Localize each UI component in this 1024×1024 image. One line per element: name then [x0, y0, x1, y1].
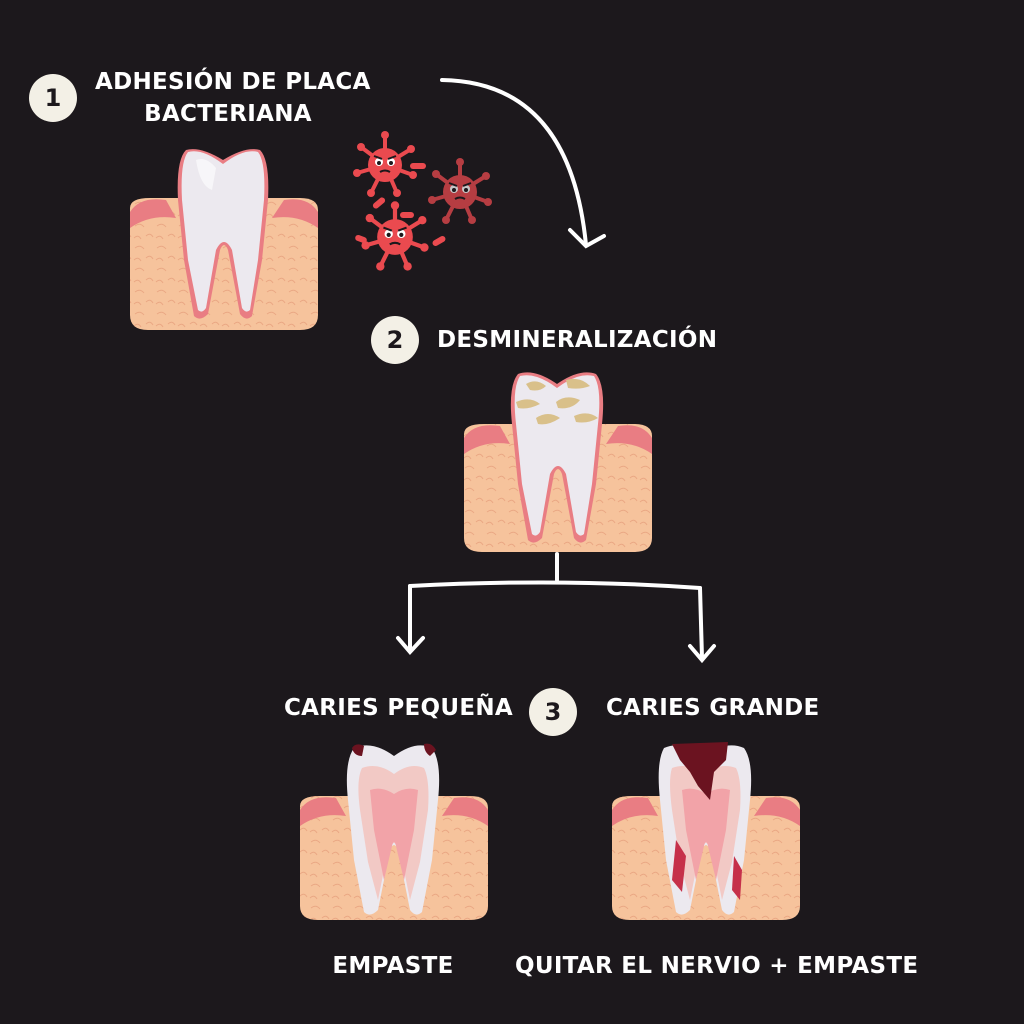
- step-1-badge: 1: [29, 74, 77, 122]
- small-caries-title: CARIES PEQUEÑA: [284, 695, 513, 721]
- step-1-title: ADHESIÓN DE PLACA BACTERIANA: [95, 66, 371, 130]
- step-2-badge: 2: [371, 316, 419, 364]
- tooth-icon: [130, 149, 318, 330]
- branch-arrow-icon: [396, 552, 716, 664]
- step-1-title-line1: ADHESIÓN DE PLACA: [95, 69, 371, 95]
- tooth-icon: [300, 743, 488, 920]
- step-2-title: DESMINERALIZACIÓN: [437, 327, 718, 353]
- bacteria-icon: [351, 129, 494, 271]
- tooth-icon: [612, 742, 800, 920]
- curved-arrow-icon: [440, 78, 606, 249]
- step-1-title-line2: BACTERIANA: [144, 101, 312, 127]
- large-caries-treatment: QUITAR EL NERVIO + EMPASTE: [515, 953, 919, 979]
- step-3-badge: 3: [529, 688, 577, 736]
- tooth-icon: [464, 372, 652, 552]
- small-caries-treatment: EMPASTE: [332, 953, 454, 979]
- large-caries-title: CARIES GRANDE: [606, 695, 820, 721]
